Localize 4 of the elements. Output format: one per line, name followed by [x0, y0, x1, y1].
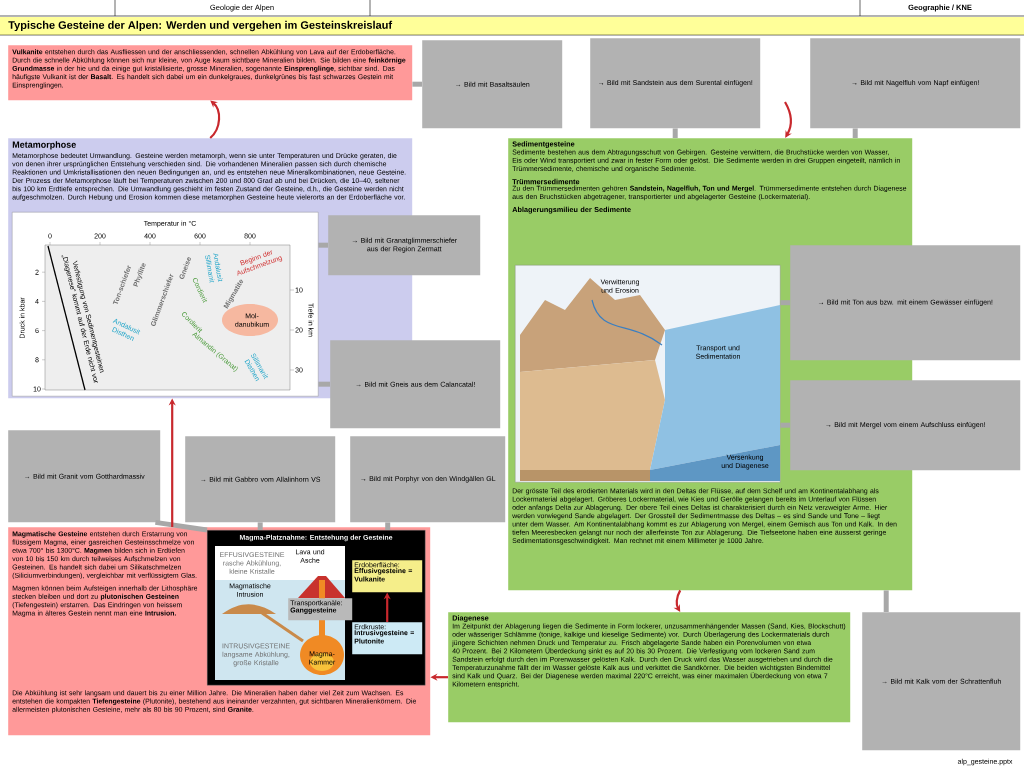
curved-arrow: [209, 100, 221, 139]
phase-diagram-drawing: [12, 212, 319, 397]
curved-arrow: [784, 101, 792, 138]
landscape-drawing: [515, 265, 781, 483]
